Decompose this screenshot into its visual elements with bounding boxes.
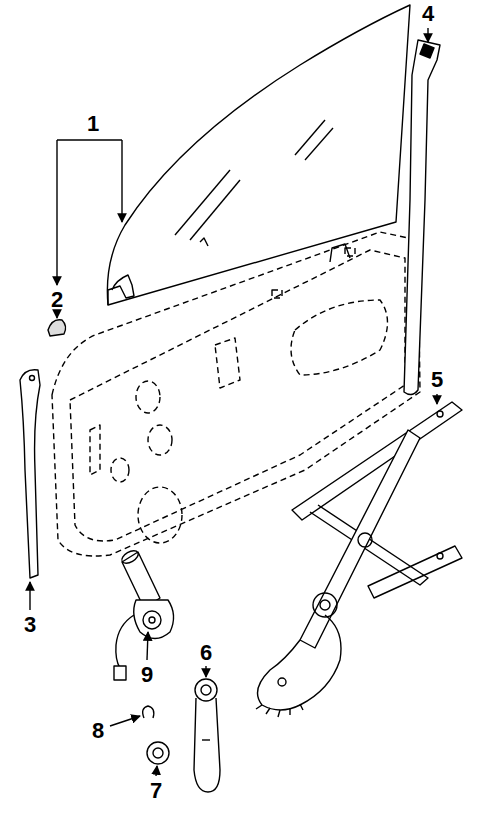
- front-run-channel: [20, 370, 40, 578]
- glass-clip: [48, 320, 66, 336]
- callout-number: 5: [431, 369, 443, 391]
- rear-run-channel: [404, 40, 440, 395]
- leader-lines: [30, 28, 437, 776]
- door-glass: [107, 5, 410, 305]
- callout-number: 9: [141, 664, 153, 686]
- regulator-motor: [114, 548, 174, 680]
- callout-number: 8: [92, 720, 104, 742]
- callout-number: 3: [24, 614, 36, 636]
- window-crank: [194, 679, 220, 792]
- callout-number: 2: [51, 289, 63, 311]
- crank-clip: [143, 706, 154, 718]
- callout-number: 7: [150, 780, 162, 802]
- crank-escutcheon: [147, 742, 169, 764]
- window-regulator: [256, 402, 462, 717]
- callout-number: 1: [87, 113, 99, 135]
- callout-number: 6: [200, 642, 212, 664]
- callout-number: 4: [422, 3, 434, 25]
